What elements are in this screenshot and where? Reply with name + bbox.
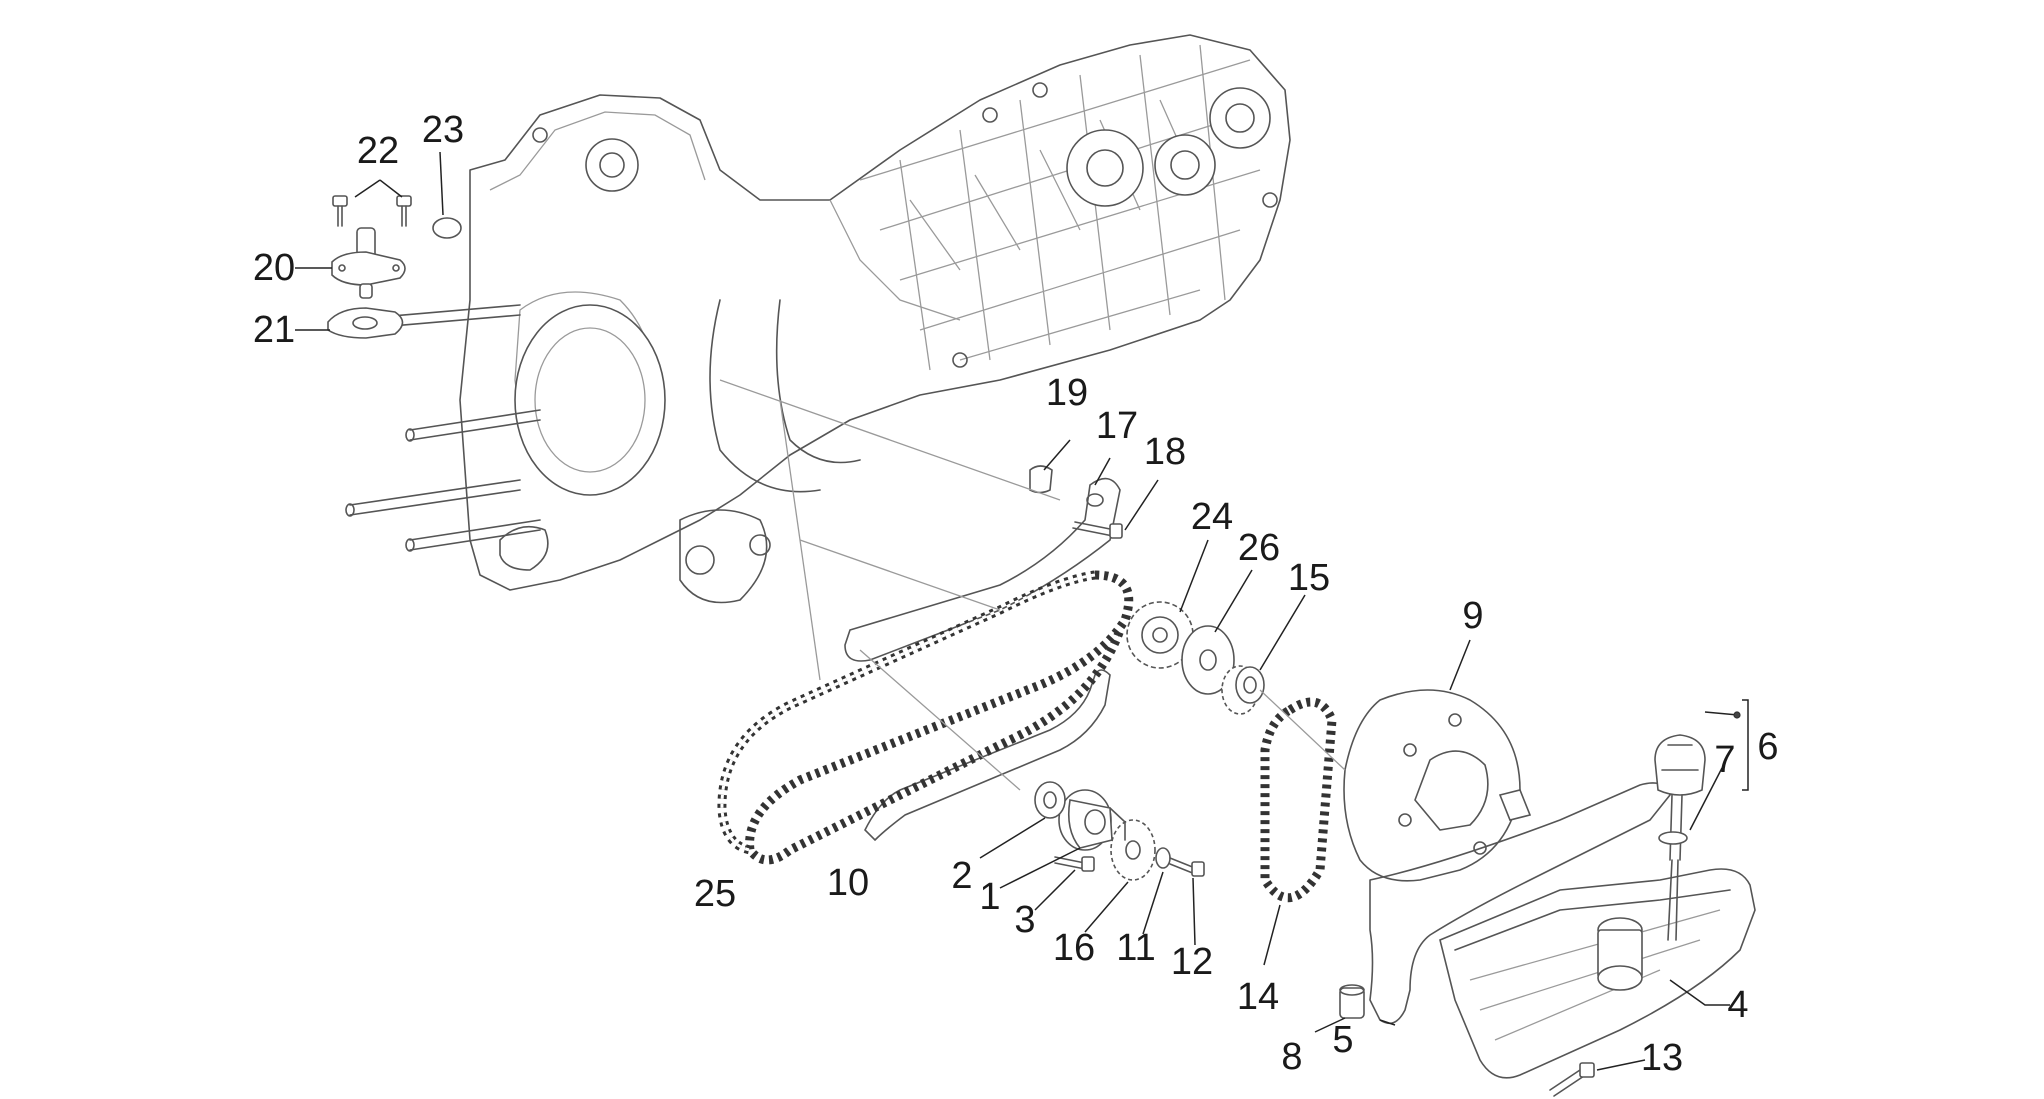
callout-4: 4	[1727, 984, 1749, 1026]
bolt-3	[1054, 856, 1095, 872]
spacer	[1498, 789, 1532, 821]
callout-13: 13	[1640, 1037, 1684, 1079]
gasket-2	[1034, 781, 1066, 819]
callout-24: 24	[1190, 496, 1234, 538]
oil-sump-4	[1439, 868, 1756, 1079]
callout-14: 14	[1236, 976, 1280, 1018]
callout-21: 21	[252, 309, 296, 351]
chain-guide-10	[864, 669, 1111, 842]
callout-6: 6	[1757, 726, 1779, 768]
callout-25: 25	[693, 873, 737, 915]
cover-9	[1343, 689, 1521, 882]
callout-7: 7	[1714, 739, 1736, 781]
gasket-5	[1369, 782, 1671, 1025]
pivot-bush-19	[1029, 465, 1053, 494]
callout-15: 15	[1287, 557, 1331, 599]
callout-2: 2	[951, 855, 973, 897]
bolt-13	[1549, 1062, 1595, 1097]
sprocket-16	[1110, 819, 1156, 881]
callout-12: 12	[1170, 941, 1214, 983]
timing-chain-25	[717, 570, 1134, 865]
callout-3: 3	[1014, 899, 1036, 941]
bolt-18	[1072, 521, 1123, 539]
bolt-22-left	[332, 195, 348, 227]
callout-17: 17	[1095, 405, 1139, 447]
chain-guide-17	[844, 477, 1121, 662]
callout-8: 8	[1281, 1036, 1303, 1078]
o-ring-7	[1658, 831, 1688, 845]
dipstick-6	[1654, 734, 1706, 941]
washer-26	[1181, 625, 1235, 695]
bolt-12	[1169, 857, 1205, 877]
bolt-22-right	[396, 195, 412, 227]
callout-20: 20	[252, 247, 296, 289]
callout-1: 1	[979, 876, 1001, 918]
pump-chain-14	[1260, 697, 1337, 903]
callout-10: 10	[826, 862, 870, 904]
callout-19: 19	[1045, 372, 1089, 414]
washer-11	[1155, 847, 1171, 869]
callout-18: 18	[1143, 431, 1187, 473]
oil-pump-1	[1058, 789, 1126, 851]
callout-16: 16	[1052, 927, 1096, 969]
sprocket-15	[1221, 665, 1265, 715]
plug-8	[1339, 984, 1365, 1019]
chain-tensioner-assembly	[327, 195, 462, 339]
callout-23: 23	[421, 109, 465, 151]
leader-lines	[295, 151, 1749, 1071]
crankcase	[340, 34, 1291, 604]
callout-26: 26	[1237, 527, 1281, 569]
o-ring-23	[432, 217, 462, 239]
callout-9: 9	[1462, 595, 1484, 637]
callout-5: 5	[1332, 1019, 1354, 1061]
callout-22: 22	[356, 130, 400, 172]
callout-11: 11	[1116, 927, 1156, 969]
